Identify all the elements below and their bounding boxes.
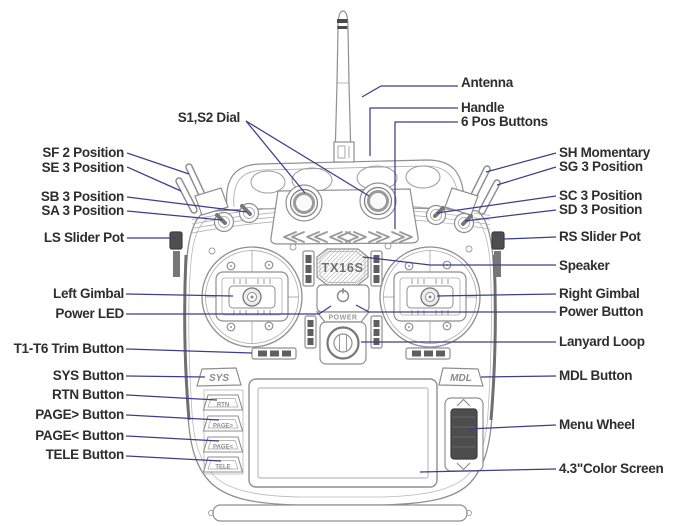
label-page-next: PAGE> Button [35, 407, 124, 422]
page-next-button-drawing: PAGE> [202, 415, 244, 432]
leader-handle [369, 107, 458, 156]
leader-se [126, 166, 182, 192]
page-prev-text: PAGE< [213, 445, 234, 451]
label-se: SE 3 Position [41, 160, 125, 175]
label-sys-button: SYS Button [52, 368, 125, 383]
leader-s1-dial [245, 120, 306, 194]
leader-sys [125, 375, 206, 378]
label-sh: SH Momentary [559, 145, 650, 160]
label-sf: SF 2 Position [42, 145, 124, 160]
label-s1s2-dial: S1,S2 Dial [177, 110, 241, 125]
label-speaker: Speaker [559, 258, 610, 273]
leader-rs [503, 236, 557, 240]
leader-antenna [361, 85, 458, 98]
power-text: POWER [329, 315, 358, 322]
label-rtn-button: RTN Button [52, 387, 124, 402]
label-sc: SC 3 Position [559, 188, 643, 203]
leader-s2-dial [245, 120, 370, 197]
label-color-screen: 4.3"Color Screen [559, 461, 664, 476]
horizontal-trim-buttons-drawing [251, 347, 451, 360]
leader-mdl [480, 375, 557, 378]
power-button-drawing: POWER [315, 284, 371, 323]
sa-sb-toggles-drawing [213, 202, 260, 233]
label-trim-button: T1-T6 Trim Button [13, 341, 125, 356]
label-page-prev: PAGE< Button [35, 428, 124, 443]
page-prev-button-drawing: PAGE< [202, 436, 244, 453]
menu-wheel-drawing [444, 397, 484, 472]
leader-sh [485, 152, 557, 173]
leader-tele [125, 455, 222, 462]
antenna-drawing [333, 10, 355, 163]
leader-sb [126, 196, 248, 213]
label-menu-wheel: Menu Wheel [559, 417, 635, 432]
label-power-button: Power Button [559, 304, 644, 319]
leader-power-button [355, 304, 556, 313]
label-sg: SG 3 Position [559, 159, 643, 174]
label-left-gimbal: Left Gimbal [53, 286, 124, 301]
leader-page-prev [125, 435, 220, 442]
leader-right-gimbal [436, 293, 557, 297]
label-handle: Handle [461, 100, 505, 115]
mdl-button-drawing: MDL [438, 367, 484, 387]
leader-sd [464, 209, 557, 222]
leader-trim [125, 348, 253, 354]
leader-power-led [126, 305, 332, 315]
rtn-button-drawing: RTN [202, 394, 244, 411]
sc-sd-toggles-drawing [425, 204, 475, 234]
leader-sg [496, 166, 557, 186]
rs-slider-drawing [491, 231, 505, 277]
label-rs-slider: RS Slider Pot [559, 229, 641, 244]
speaker-drawing: TX16S [316, 248, 369, 286]
tele-button-drawing: TELE [202, 456, 244, 473]
leader-lines [125, 85, 557, 473]
lanyard-loop-drawing [319, 321, 367, 365]
label-power-led: Power LED [55, 306, 124, 321]
rtn-text: RTN [217, 403, 229, 409]
leader-speaker [362, 256, 556, 266]
label-sa: SA 3 Position [41, 203, 124, 218]
label-sb: SB 3 Position [40, 189, 124, 204]
label-ls-slider: LS Slider Pot [43, 230, 124, 245]
leader-screen [419, 468, 557, 473]
six-pos-buttons-drawing [283, 231, 413, 243]
leader-sc [436, 195, 557, 214]
label-lanyard-loop: Lanyard Loop [559, 334, 645, 349]
ls-slider-drawing [169, 231, 183, 277]
leader-menu-wheel [467, 424, 557, 430]
leader-sf [126, 152, 190, 175]
leader-page-next [125, 414, 220, 421]
s1-s2-dials-drawing [270, 182, 419, 245]
bottom-bar-drawing [208, 504, 472, 522]
sys-button-drawing: SYS [196, 367, 242, 387]
label-sd: SD 3 Position [559, 202, 643, 217]
label-mdl-button: MDL Button [559, 368, 633, 383]
label-antenna: Antenna [461, 75, 513, 90]
sf-se-switches-drawing [175, 163, 229, 216]
screen-drawing [248, 378, 438, 488]
tele-text: TELE [215, 465, 230, 471]
sys-text: SYS [209, 373, 229, 384]
label-six-pos: 6 Pos Buttons [461, 114, 548, 129]
left-buttons-drawing: RTN PAGE> PAGE< TELE [202, 389, 244, 475]
left-gimbal-drawing [201, 246, 303, 348]
brand-text: TX16S [321, 260, 363, 275]
mdl-text: MDL [450, 373, 472, 384]
page-next-text: PAGE> [213, 424, 234, 430]
label-tele-button: TELE Button [45, 447, 125, 462]
right-gimbal-drawing [379, 246, 481, 348]
leader-sa [126, 210, 223, 221]
leader-rtn [125, 394, 218, 401]
label-right-gimbal: Right Gimbal [559, 286, 640, 301]
leader-left-gimbal [125, 293, 234, 297]
leader-six-pos [394, 121, 458, 229]
